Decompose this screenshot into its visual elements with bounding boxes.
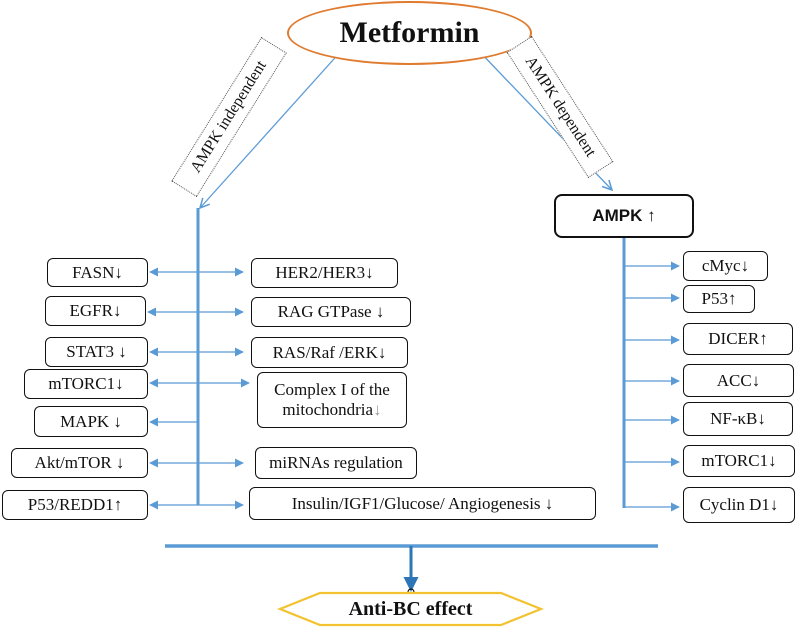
target-nf-kb: NF-κB↓ <box>683 402 793 436</box>
metformin-node: Metformin <box>287 1 532 65</box>
target-acc: ACC↓ <box>683 364 794 397</box>
independent-branch-line <box>200 49 343 208</box>
target-mtorc1-left: mTORC1↓ <box>24 369 148 399</box>
metformin-label: Metformin <box>339 16 480 49</box>
complex-line2: mitochondria↓ <box>282 400 382 419</box>
target-dicer: DICER↑ <box>683 323 793 355</box>
target-mtorc1-right: mTORC1↓ <box>683 445 795 477</box>
target-mirnas: miRNAs regulation <box>255 447 417 479</box>
target-akt-mtor: Akt/mTOR ↓ <box>11 448 148 478</box>
target-cyclin-d1: Cyclin D1↓ <box>683 487 795 523</box>
outcome-label: Anti-BC effect <box>348 597 473 620</box>
ampk-node: AMPK ↑ <box>554 194 694 238</box>
target-complex-i: Complex I of the mitochondria↓ <box>257 372 407 428</box>
target-cmyc: cMyc↓ <box>683 251 768 281</box>
outcome-hexagon <box>277 591 544 627</box>
target-fasn: FASN↓ <box>47 258 148 287</box>
target-stat3: STAT3 ↓ <box>45 337 148 367</box>
target-mapk: MAPK ↓ <box>34 406 148 437</box>
target-her2-her3: HER2/HER3↓ <box>251 258 398 288</box>
target-p53: P53↑ <box>683 285 755 313</box>
target-insulin-igf1: Insulin/IGF1/Glucose/ Angiogenesis ↓ <box>249 487 596 520</box>
target-ras-raf-erk: RAS/Raf /ERK↓ <box>251 337 408 368</box>
target-egfr: EGFR↓ <box>45 296 146 326</box>
target-rag-gtpase: RAG GTPase ↓ <box>251 297 411 327</box>
right-connectors <box>624 261 680 512</box>
target-p53-redd1: P53/REDD1↑ <box>2 490 148 520</box>
left-connectors <box>147 267 250 510</box>
